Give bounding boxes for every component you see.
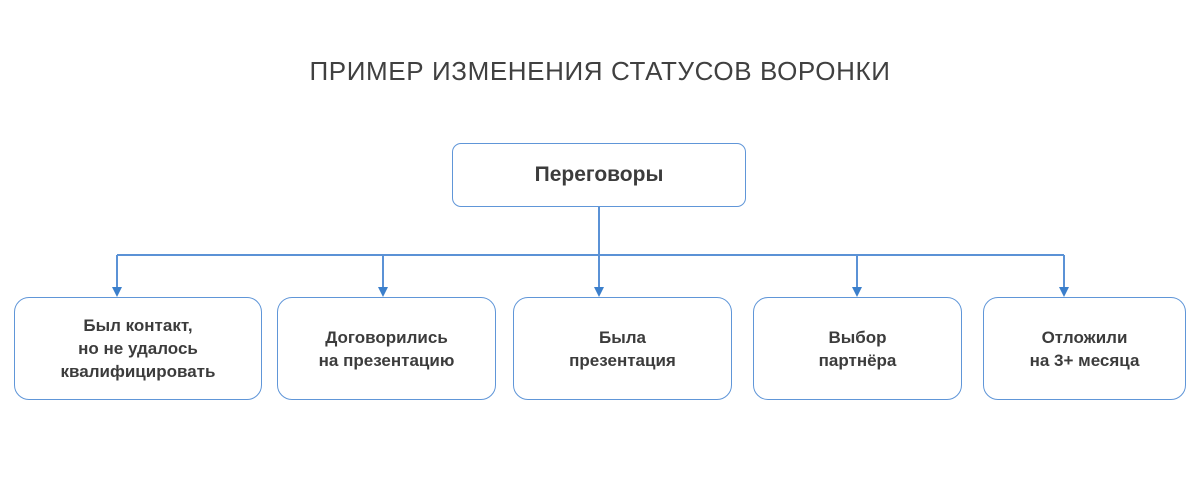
node-child-partner-choice[interactable]: Выбор партнёра [753, 297, 962, 400]
node-child-postponed[interactable]: Отложили на 3+ месяца [983, 297, 1186, 400]
node-child-2-label: Была презентация [569, 327, 676, 370]
node-child-0-label: Был контакт, но не удалось квалифицирова… [60, 316, 216, 381]
node-child-4-label: Отложили на 3+ месяца [1029, 327, 1140, 370]
page-title: ПРИМЕР ИЗМЕНЕНИЯ СТАТУСОВ ВОРОНКИ [309, 56, 891, 86]
arrowhead-3 [852, 287, 862, 297]
node-child-1-label: Договорились на презентацию [318, 327, 455, 370]
node-child-contact-not-qualified[interactable]: Был контакт, но не удалось квалифицирова… [14, 297, 262, 400]
arrowhead-0 [112, 287, 122, 297]
arrowhead-2 [594, 287, 604, 297]
arrowhead-1 [378, 287, 388, 297]
node-root[interactable]: Переговоры [452, 143, 746, 207]
node-child-3-label: Выбор партнёра [818, 327, 897, 370]
node-child-agreed-presentation[interactable]: Договорились на презентацию [277, 297, 496, 400]
arrowhead-4 [1059, 287, 1069, 297]
node-root-label: Переговоры [534, 163, 664, 186]
node-child-presentation-done[interactable]: Была презентация [513, 297, 732, 400]
